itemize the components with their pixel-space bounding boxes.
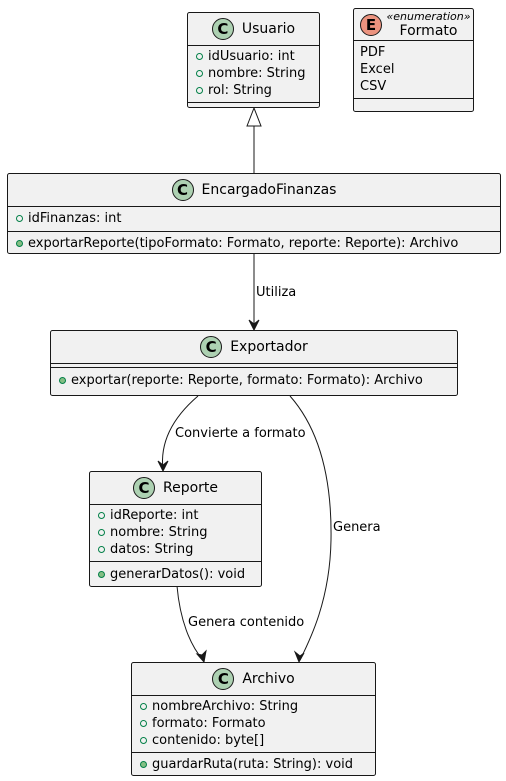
methods-section: exportarReporte(tipoFormato: Formato, re… (8, 232, 500, 256)
attributes-section: nombreArchivo: String formato: Formato c… (132, 696, 375, 753)
class-usuario[interactable]: C Usuario idUsuario: int nombre: String … (187, 12, 320, 108)
public-visibility-icon (140, 720, 147, 727)
utiliza-arrowhead (248, 319, 260, 332)
enum-value: Excel (360, 62, 395, 77)
public-visibility-icon (98, 571, 105, 578)
attribute: datos: String (90, 541, 261, 558)
class-reporte[interactable]: C Reporte idReporte: int nombre: String … (89, 471, 262, 587)
public-visibility-icon (140, 703, 147, 710)
public-visibility-icon (196, 70, 203, 77)
methods-section (188, 103, 319, 114)
methods-section: guardarRuta(ruta: String): void (132, 753, 375, 776)
attribute: nombre: String (90, 524, 261, 541)
enum-values-section: PDF Excel CSV (354, 41, 473, 99)
enum-header: E «enumeration» Formato (354, 9, 473, 41)
class-archivo[interactable]: C Archivo nombreArchivo: String formato:… (131, 662, 376, 776)
attribute: nombre: String (188, 65, 319, 82)
public-visibility-icon (98, 546, 105, 553)
relation-label-genera: Genera (333, 520, 381, 535)
method: guardarRuta(ruta: String): void (132, 756, 375, 773)
class-name: EncargadoFinanzas (201, 182, 337, 198)
class-header: C EncargadoFinanzas (8, 174, 500, 207)
class-encargado-finanzas[interactable]: C EncargadoFinanzas idFinanzas: int expo… (7, 173, 501, 254)
attributes-section: idUsuario: int nombre: String rol: Strin… (188, 46, 319, 103)
class-name: Usuario (241, 21, 296, 37)
genera-line (289, 395, 332, 661)
class-badge-icon: C (171, 179, 194, 201)
public-visibility-icon (140, 737, 147, 744)
attribute: formato: Formato (132, 715, 375, 732)
class-header: C Reporte (90, 472, 261, 505)
method: generarDatos(): void (90, 566, 261, 583)
convierte-line (161, 395, 199, 471)
class-header: C Usuario (188, 13, 319, 46)
attributes-section (51, 364, 457, 368)
enum-value: PDF (360, 45, 386, 60)
genera-arrowhead (293, 650, 305, 664)
public-visibility-icon (196, 87, 203, 94)
class-header: C Exportador (51, 331, 457, 364)
relation-label-utiliza: Utiliza (256, 285, 297, 300)
attributes-section: idReporte: int nombre: String datos: Str… (90, 505, 261, 562)
enum-badge-icon: E (360, 14, 382, 36)
attributes-section: idFinanzas: int (8, 207, 500, 232)
relation-label-convierte: Convierte a formato (175, 426, 306, 441)
public-visibility-icon (98, 529, 105, 536)
class-badge-icon: C (211, 18, 234, 40)
method: exportar(reporte: Reporte, formato: Form… (51, 372, 457, 389)
methods-section: generarDatos(): void (90, 562, 261, 587)
class-badge-icon: C (200, 336, 223, 358)
class-exportador[interactable]: C Exportador exportar(reporte: Reporte, … (50, 330, 458, 396)
relation-label-genera-contenido: Genera contenido (188, 615, 305, 630)
public-visibility-icon (140, 761, 147, 768)
class-header: C Archivo (132, 663, 375, 696)
public-visibility-icon (98, 512, 105, 519)
class-badge-icon: C (212, 668, 235, 690)
enum-methods-section (354, 99, 473, 110)
class-name: Reporte (162, 480, 219, 496)
enum-name: Formato (399, 23, 458, 39)
attribute: idReporte: int (90, 507, 261, 524)
attribute: contenido: byte[] (132, 732, 375, 749)
public-visibility-icon (16, 215, 23, 222)
class-badge-icon: C (132, 477, 155, 499)
attribute: rol: String (188, 82, 319, 99)
methods-section: exportar(reporte: Reporte, formato: Form… (51, 368, 457, 393)
class-name: Archivo (242, 671, 295, 687)
attribute: idUsuario: int (188, 48, 319, 65)
public-visibility-icon (59, 377, 66, 384)
enum-formato[interactable]: E «enumeration» Formato PDF Excel CSV (353, 8, 474, 112)
convierte-arrowhead (157, 460, 169, 473)
class-name: Exportador (230, 339, 308, 355)
enum-value: CSV (360, 79, 387, 94)
method: exportarReporte(tipoFormato: Formato, re… (8, 235, 500, 252)
inheritance-arrowhead (246, 106, 262, 127)
public-visibility-icon (196, 53, 203, 60)
attribute: idFinanzas: int (8, 210, 500, 227)
public-visibility-icon (16, 240, 23, 247)
enum-stereotype: «enumeration» (386, 10, 471, 23)
attribute: nombreArchivo: String (132, 698, 375, 715)
genera-contenido-arrowhead (195, 649, 207, 664)
